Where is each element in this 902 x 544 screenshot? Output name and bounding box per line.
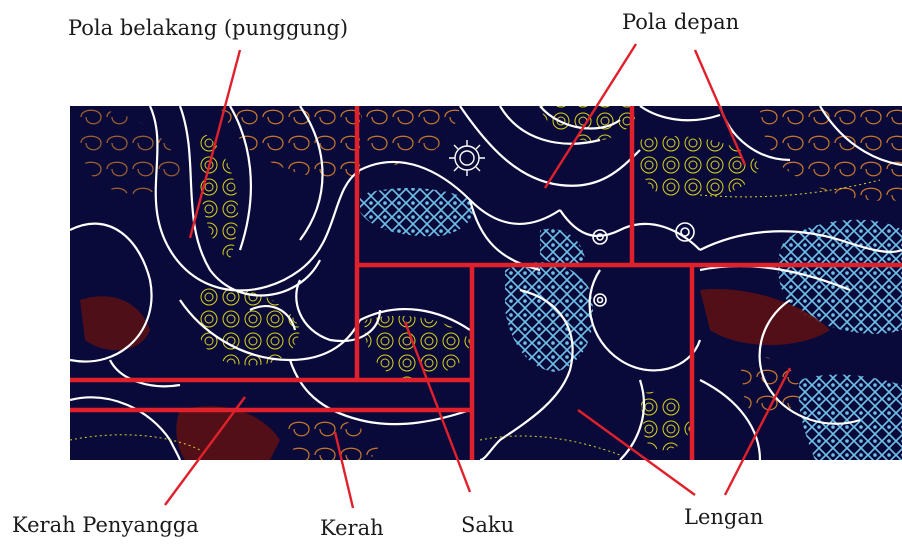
leader-front-pattern-right xyxy=(695,50,745,165)
label-leader-lines xyxy=(165,44,790,508)
leader-collar-stand xyxy=(165,397,245,505)
leader-pocket xyxy=(405,322,470,492)
leader-front-pattern-left xyxy=(545,44,636,188)
label-collar: Kerah xyxy=(320,516,384,540)
leader-sleeve-right xyxy=(725,368,790,495)
leader-sleeve-left xyxy=(578,410,695,495)
label-front-pattern: Pola depan xyxy=(622,10,739,34)
pattern-cut-lines xyxy=(70,106,902,460)
leader-collar xyxy=(335,432,353,508)
label-pocket: Saku xyxy=(461,513,514,537)
label-back-pattern: Pola belakang (punggung) xyxy=(68,16,348,40)
leader-back-pattern xyxy=(190,50,240,238)
label-collar-stand: Kerah Penyangga xyxy=(12,513,199,537)
label-sleeve: Lengan xyxy=(684,505,763,529)
